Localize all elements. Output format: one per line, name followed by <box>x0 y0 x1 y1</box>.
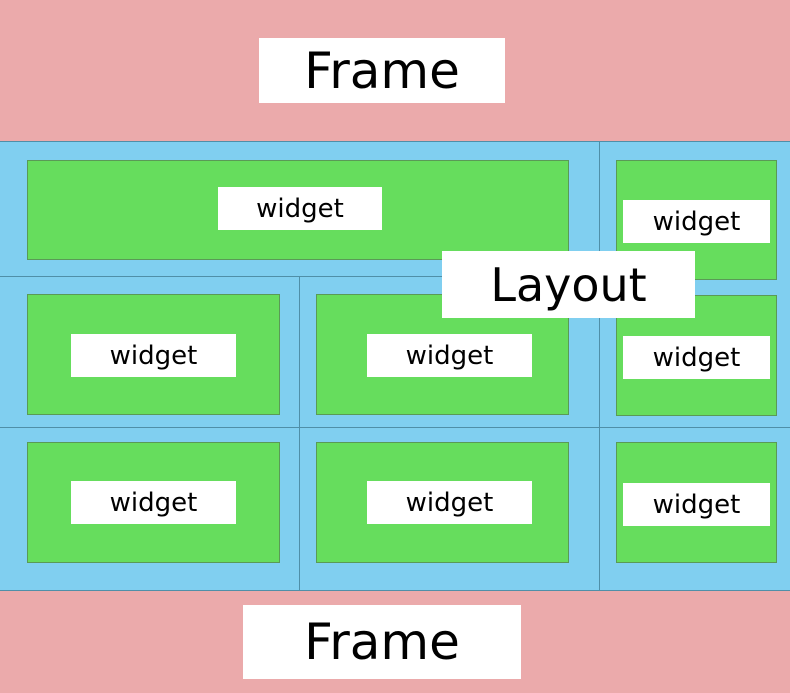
grid-line-horizontal-1 <box>0 276 599 277</box>
grid-line-horizontal-2 <box>0 427 790 428</box>
grid-line-vertical-right <box>599 141 600 591</box>
grid-line-vertical-middle <box>299 276 300 591</box>
widget-label: widget <box>71 334 236 377</box>
frame-bottom-label: Frame <box>243 605 521 679</box>
widget-label: widget <box>71 481 236 524</box>
widget-label: widget <box>623 200 770 243</box>
frame-top-label: Frame <box>259 38 505 103</box>
widget-label: widget <box>367 334 532 377</box>
widget-label: widget <box>218 187 382 230</box>
layout-label: Layout <box>442 251 695 318</box>
widget-label: widget <box>623 336 770 379</box>
widget-label: widget <box>367 481 532 524</box>
widget-label: widget <box>623 483 770 526</box>
